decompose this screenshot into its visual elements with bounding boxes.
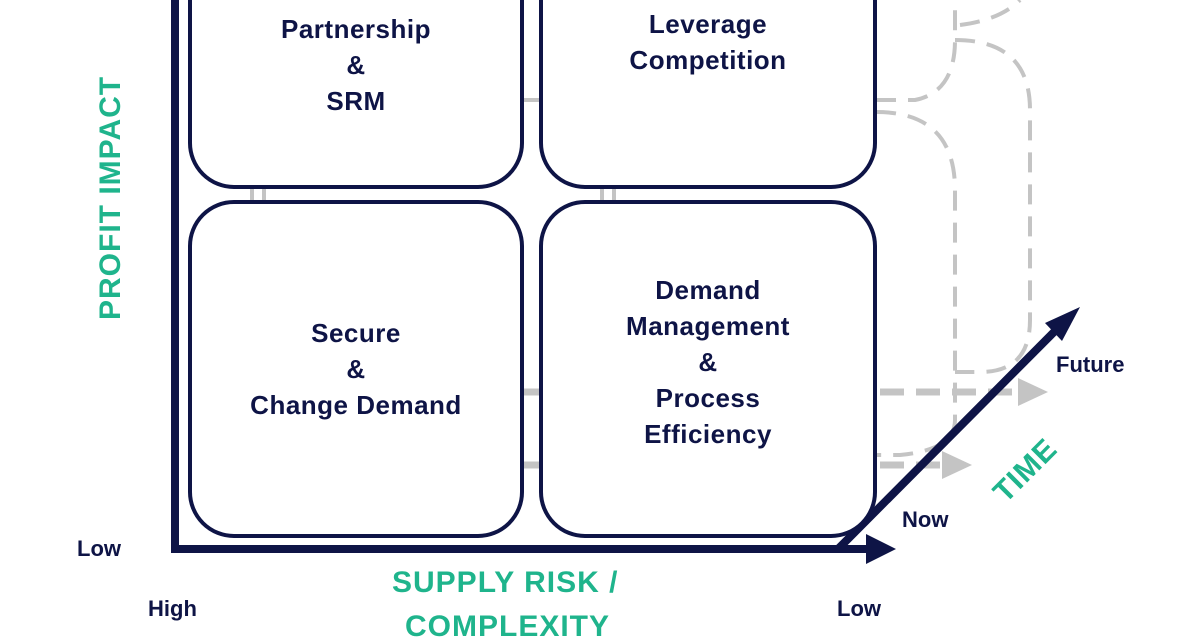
time-now-label: Now — [902, 507, 949, 532]
quadrant-line: Process — [655, 383, 761, 413]
axes — [171, 0, 1080, 564]
gray-arrowhead-now — [942, 451, 972, 479]
time-axis-arrowhead — [1045, 307, 1080, 341]
y-axis-low-label: Low — [77, 536, 121, 561]
quadrant-line: Partnership — [281, 13, 431, 44]
quadrant-line: Leverage — [648, 9, 768, 39]
quadrant-line: & — [698, 347, 718, 377]
quadrant-line: & — [346, 49, 366, 80]
quadrant-leverage-competition: Leverage Competition — [539, 0, 877, 189]
x-axis-low-label: Low — [837, 596, 881, 621]
quadrant-line: Change Demand — [250, 390, 462, 420]
dash-path-right-loop — [954, 38, 1032, 374]
dash-path-upper-curve — [959, 0, 1022, 27]
quadrant-line: Demand — [655, 275, 761, 305]
x-axis-high-label: High — [148, 596, 197, 621]
gray-arrowhead-future — [1018, 378, 1048, 406]
time-future-label: Future — [1056, 352, 1125, 377]
y-axis-title: PROFIT IMPACT — [94, 75, 127, 320]
quadrant-demand-management-process-efficiency: Demand Management & Process Efficiency — [539, 200, 877, 538]
quadrant-line: Management — [626, 311, 790, 341]
quadrant-line: & — [346, 354, 366, 384]
quadrant-line: Competition — [629, 45, 787, 75]
quadrant-partnership-srm: Partnership & SRM — [188, 0, 524, 189]
quadrant-line: SRM — [326, 85, 386, 116]
time-axis-line — [835, 325, 1061, 552]
quadrant-line: Secure — [311, 318, 401, 348]
diagram-canvas — [171, 0, 1080, 564]
dash-path-inner-loop — [875, 110, 957, 457]
quadrant-line: Efficiency — [644, 419, 772, 449]
dash-path-top — [876, 0, 957, 102]
x-axis-title-line1: SUPPLY RISK / — [392, 566, 619, 599]
x-axis-title-line2: COMPLEXITY — [405, 610, 611, 643]
time-path-lines — [250, 0, 1032, 457]
x-axis-arrowhead — [866, 534, 896, 564]
quadrant-secure-change-demand: Secure & Change Demand — [188, 200, 524, 538]
